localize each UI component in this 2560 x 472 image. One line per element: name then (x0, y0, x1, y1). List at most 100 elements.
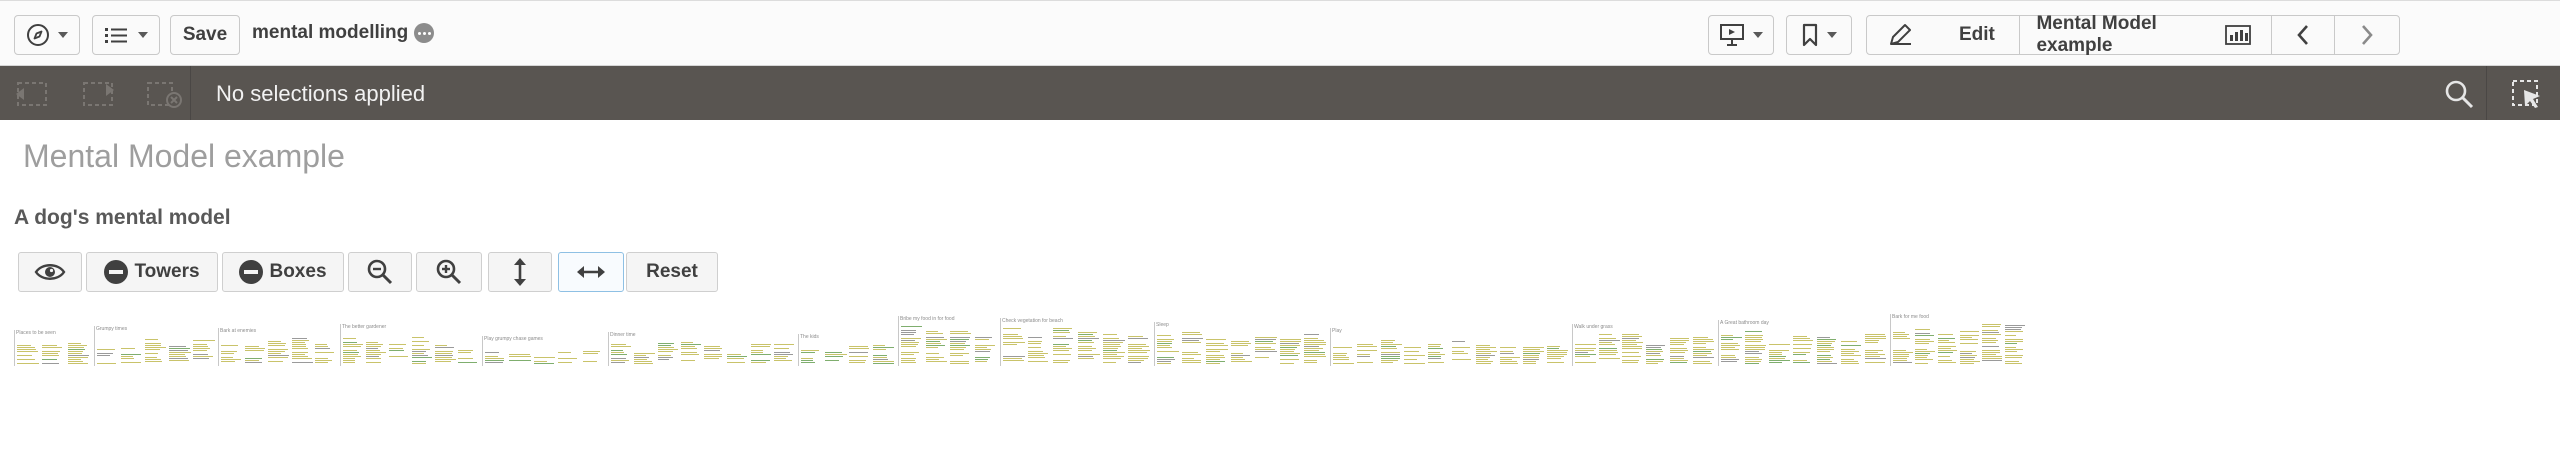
mental-model-box[interactable] (1475, 357, 1491, 358)
mental-model-box[interactable] (773, 344, 794, 345)
mental-model-box[interactable] (145, 359, 161, 360)
mental-model-box[interactable] (169, 348, 191, 349)
mental-model-box[interactable] (1053, 346, 1066, 347)
mental-model-box[interactable] (1128, 348, 1142, 349)
fit-horizontal-button[interactable] (558, 252, 624, 292)
mental-model-box[interactable] (1181, 354, 1202, 355)
mental-model-box[interactable] (1499, 363, 1519, 364)
mental-model-box[interactable] (1841, 353, 1854, 354)
mental-model-box[interactable] (950, 337, 970, 338)
mental-model-box[interactable] (950, 333, 972, 334)
mental-model-box[interactable] (1103, 356, 1125, 357)
mental-model-box[interactable] (1598, 338, 1617, 339)
mental-model-box[interactable] (1937, 338, 1956, 339)
mental-model-box[interactable] (1865, 350, 1884, 351)
mental-model-box[interactable] (1523, 357, 1540, 358)
mental-model-box[interactable] (42, 355, 59, 356)
mental-model-box[interactable] (1598, 358, 1620, 359)
mental-model-box[interactable] (1960, 361, 1980, 362)
mental-model-box[interactable] (750, 344, 771, 345)
mental-model-box[interactable] (925, 345, 945, 346)
mental-model-box[interactable] (611, 352, 624, 353)
mental-model-box[interactable] (727, 354, 741, 355)
mental-model-box[interactable] (1103, 342, 1124, 343)
mental-model-box[interactable] (1769, 360, 1791, 361)
mental-model-box[interactable] (1721, 335, 1734, 336)
mental-model-box[interactable] (291, 348, 309, 349)
mental-model-box[interactable] (533, 357, 555, 358)
mental-model-box[interactable] (1230, 359, 1246, 360)
mental-model-box[interactable] (1937, 346, 1956, 347)
tower[interactable]: Check vegetation for beach (1000, 318, 1150, 366)
mental-model-box[interactable] (1793, 362, 1811, 363)
mental-model-box[interactable] (435, 351, 453, 352)
mental-model-box[interactable] (873, 349, 887, 350)
mental-model-box[interactable] (704, 346, 720, 347)
mental-model-box[interactable] (925, 333, 943, 334)
mental-model-box[interactable] (1452, 353, 1468, 354)
mental-model-box[interactable] (268, 353, 281, 354)
mental-model-box[interactable] (1745, 339, 1764, 340)
mental-model-box[interactable] (611, 358, 627, 359)
mental-model-box[interactable] (1003, 336, 1023, 337)
mental-model-box[interactable] (1279, 347, 1298, 348)
mental-model-box[interactable] (773, 360, 792, 361)
mental-model-box[interactable] (901, 352, 920, 353)
mental-model-box[interactable] (825, 356, 843, 357)
mental-model-box[interactable] (1103, 354, 1118, 355)
mental-model-box[interactable] (1769, 350, 1790, 351)
mental-model-box[interactable] (1103, 348, 1119, 349)
mental-model-box[interactable] (1960, 343, 1978, 344)
mental-model-box[interactable] (1669, 356, 1685, 357)
mental-model-box[interactable] (1230, 345, 1248, 346)
collapse-towers-button[interactable]: Towers (86, 252, 218, 292)
mental-model-box[interactable] (1206, 351, 1220, 352)
mental-model-box[interactable] (1279, 359, 1300, 360)
mental-model-box[interactable] (2004, 343, 2018, 344)
mental-model-box[interactable] (268, 345, 286, 346)
mental-model-box[interactable] (750, 346, 770, 347)
mental-model-box[interactable] (389, 350, 405, 351)
mental-model-box[interactable] (1937, 362, 1957, 363)
mental-model-box[interactable] (1230, 355, 1251, 356)
mental-model-box[interactable] (1646, 363, 1659, 364)
mental-model-box[interactable] (1428, 348, 1443, 349)
mental-model-box[interactable] (1181, 338, 1203, 339)
mental-model-box[interactable] (1230, 353, 1244, 354)
tower[interactable]: Grumpy times (94, 326, 215, 366)
mental-model-box[interactable] (1304, 334, 1319, 335)
mental-model-box[interactable] (221, 353, 234, 354)
mental-model-box[interactable] (901, 346, 916, 347)
mental-model-box[interactable] (1380, 344, 1402, 345)
mental-model-box[interactable] (1206, 361, 1225, 362)
mental-model-box[interactable] (1547, 358, 1562, 359)
mental-model-box[interactable] (1693, 341, 1714, 342)
mental-model-box[interactable] (1622, 344, 1637, 345)
mental-model-box[interactable] (1841, 355, 1862, 356)
mental-model-box[interactable] (1157, 363, 1172, 364)
mental-model-box[interactable] (389, 348, 403, 349)
tower[interactable]: Walk under grass (1572, 324, 1715, 366)
mental-model-box[interactable] (1128, 338, 1148, 339)
mental-model-box[interactable] (1622, 360, 1639, 361)
mental-model-box[interactable] (1333, 359, 1350, 360)
mental-model-box[interactable] (1915, 333, 1930, 334)
mental-model-box[interactable] (1380, 354, 1400, 355)
mental-model-box[interactable] (1598, 350, 1618, 351)
mental-model-box[interactable] (1499, 357, 1520, 358)
mental-model-box[interactable] (1206, 355, 1225, 356)
mental-model-box[interactable] (1404, 351, 1420, 352)
mental-model-box[interactable] (1181, 334, 1203, 335)
mental-model-box[interactable] (1304, 360, 1318, 361)
mental-model-box[interactable] (1053, 354, 1071, 355)
mental-model-box[interactable] (268, 341, 282, 342)
mental-model-box[interactable] (221, 357, 234, 358)
mental-model-box[interactable] (343, 338, 356, 339)
global-menu-button[interactable] (14, 15, 80, 55)
mental-model-box[interactable] (1915, 359, 1934, 360)
mental-model-box[interactable] (1893, 352, 1913, 353)
more-icon[interactable] (414, 23, 435, 43)
mental-model-box[interactable] (97, 353, 114, 354)
mental-model-box[interactable] (2004, 347, 2017, 348)
mental-model-box[interactable] (42, 353, 59, 354)
